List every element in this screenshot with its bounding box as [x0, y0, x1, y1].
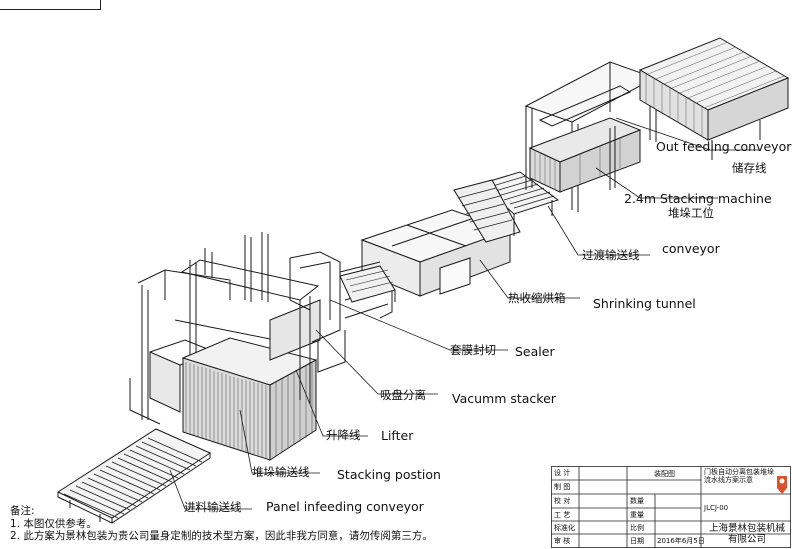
label-lifter-zh: 升降线	[326, 428, 361, 442]
label-stacking-position-zh: 堆垛输送线	[252, 465, 310, 479]
tb-standard: 标准化	[554, 524, 575, 532]
tb-scale: 比例	[630, 524, 644, 532]
notes-title: 备注:	[10, 505, 35, 517]
infeed-conveyor	[56, 428, 212, 524]
sheet-frame-corner	[0, 0, 101, 10]
tb-weight: 重量	[630, 511, 644, 519]
tb-date-value: 2016年6月5日	[657, 537, 705, 545]
label-transfer-zh: 过渡输送线	[582, 248, 640, 262]
label-infeed-en: Panel infeeding conveyor	[266, 499, 424, 514]
transfer-conveyor	[453, 171, 560, 243]
tb-drawing-no: JLCJ-00	[704, 504, 729, 512]
label-out-feeding-en: Out feeding conveyor	[656, 139, 792, 154]
tb-quantity: 数量	[630, 497, 644, 505]
outfeed-storage-conveyor	[638, 37, 790, 160]
label-vacuum-en: Vacumm stacker	[452, 391, 556, 406]
tb-date-label: 日期	[630, 537, 644, 545]
label-shrinking-zh: 热收缩烘箱	[508, 291, 566, 305]
label-shrinking-en: Shrinking tunnel	[593, 296, 696, 311]
tb-check: 校 对	[554, 497, 571, 505]
shrink-tunnel	[339, 209, 512, 303]
label-infeed-zh: 进料输送线	[184, 500, 242, 514]
label-vacuum-zh: 吸盘分离	[380, 388, 426, 402]
stacking-position-frame	[129, 232, 320, 425]
tb-design: 设 计	[554, 469, 571, 477]
title-block-grid	[551, 466, 791, 548]
leader-lines	[169, 117, 760, 510]
tb-review: 审 核	[554, 537, 571, 545]
panel-stack	[181, 296, 321, 461]
notes-line-2: 2. 此方案为景林包装为贵公司量身定制的技术型方案，因此非我方同意，请勿传阅第三…	[10, 530, 433, 542]
tb-assembly: 装配图	[654, 470, 675, 478]
tb-drawing-title: 门板自动分离包装堆垛流水线方案示意	[704, 468, 774, 484]
label-stacking-machine-en: 2.4m Stacking machine	[624, 191, 772, 206]
title-block: 设 计 制 图 校 对 工 艺 标准化 审 核 装配图 数量 重量 比例 日期 …	[551, 466, 791, 548]
notes-line-1: 1. 本图仅供参考。	[10, 517, 97, 530]
notes-block: 备注: 1. 本图仅供参考。 2. 此方案为景林包装为贵公司量身定制的技术型方案…	[10, 505, 433, 543]
company-logo	[777, 476, 787, 494]
label-sealer-en: Sealer	[515, 344, 555, 359]
tb-process: 工 艺	[554, 511, 571, 519]
label-transfer-en: conveyor	[662, 241, 720, 256]
label-stacking-position-en: Stacking postion	[337, 467, 441, 482]
stacking-machine	[524, 61, 657, 212]
label-sealer-zh: 套膜封切	[450, 343, 496, 357]
tb-company: 上海景林包装机械有限公司	[708, 523, 785, 545]
label-out-feeding-zh: 储存线	[732, 161, 767, 175]
tb-draw: 制 图	[554, 483, 571, 491]
label-lifter-en: Lifter	[381, 428, 414, 443]
label-stacking-machine-zh: 堆垛工位	[668, 206, 714, 220]
